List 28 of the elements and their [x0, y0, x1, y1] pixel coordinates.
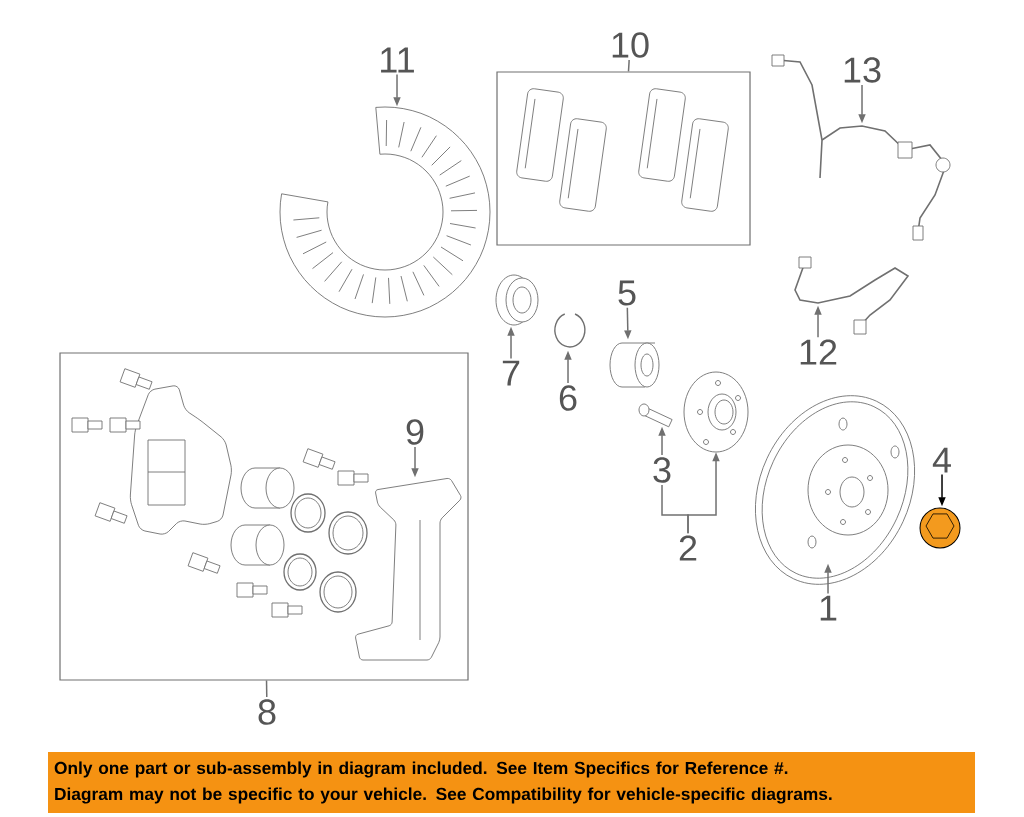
callout-number: 9	[406, 419, 424, 445]
leader-line	[627, 59, 630, 73]
snap-ring-drawing	[554, 313, 586, 348]
sensor-wire-drawing	[771, 54, 951, 241]
callout-number: 1	[820, 595, 837, 621]
callout-number: 7	[502, 360, 520, 386]
leader-line	[265, 679, 268, 698]
dust-shield-drawing	[279, 106, 491, 318]
notice-banner: Only one part or sub-assembly in diagram included. See Item Specifics for Reference #. Diagram may not be specific to your vehicle. See Compatibility for vehicle-specific diagrams.	[48, 752, 975, 813]
callout-number: 11	[381, 47, 414, 73]
rotor-drawing	[754, 395, 916, 585]
callout-number: 5	[618, 280, 636, 306]
callout-number: 10	[612, 32, 649, 58]
hub-drawing	[683, 371, 749, 453]
callout-number: 12	[800, 339, 837, 365]
callout-number: 6	[559, 385, 577, 411]
caliper-bracket-drawing	[355, 478, 462, 661]
callout-number: 4	[932, 447, 951, 473]
stud-drawing	[638, 403, 673, 428]
pad-kit-frame	[496, 71, 751, 246]
caliper-kit-frame	[59, 352, 469, 681]
nut-drawing	[919, 507, 961, 549]
brake-hose-drawing	[794, 256, 910, 335]
bearing-drawing	[609, 342, 660, 388]
callout-number: 8	[258, 699, 276, 725]
callout-number: 3	[653, 457, 671, 483]
seal-drawing	[495, 274, 539, 326]
callout-number: 2	[679, 535, 697, 561]
